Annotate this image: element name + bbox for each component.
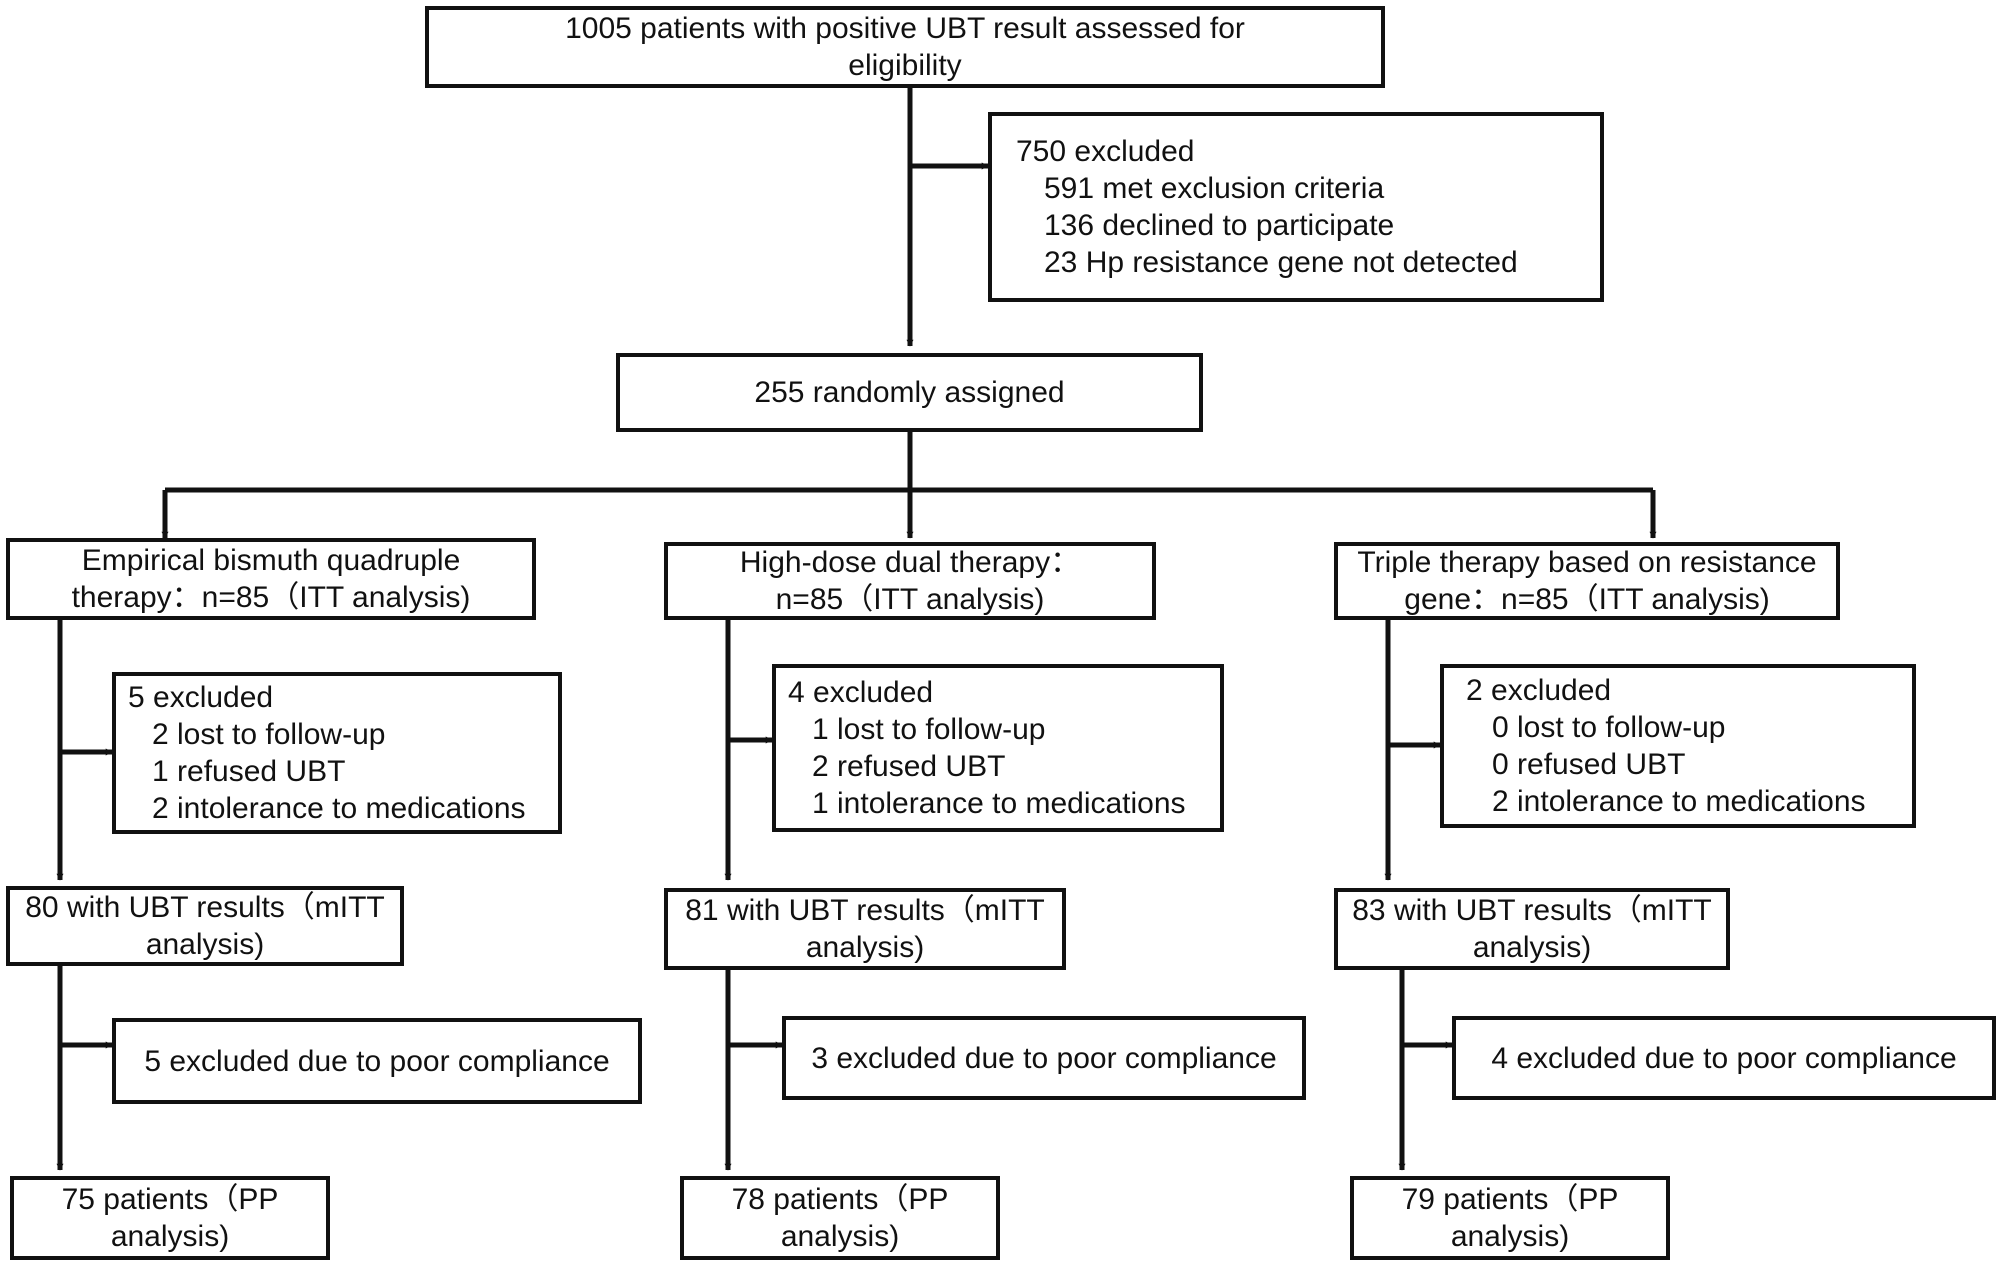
arm3-compliance-label: 4 excluded due to poor compliance	[1491, 1041, 1957, 1075]
arm3-compliance-box: 4 excluded due to poor compliance	[1452, 1016, 1996, 1100]
arm2-exclusion-item: 2 refused UBT	[812, 750, 1006, 783]
arm1-mitt-line-1: 80 with UBT results（mITT	[25, 891, 385, 924]
main-exclusion-item: 591 met exclusion criteria	[1044, 172, 1385, 205]
randomized-label: 255 randomly assigned	[754, 376, 1065, 409]
arm3-pp-line-2: analysis)	[1450, 1220, 1570, 1253]
arm2-compliance-box: 3 excluded due to poor compliance	[782, 1016, 1306, 1100]
arm3-mitt-line-1: 83 with UBT results（mITT	[1352, 894, 1712, 927]
arm3-exclusion-header: 2 excluded	[1466, 674, 1612, 707]
arm1-mitt-line-2: analysis)	[145, 928, 265, 961]
arm2-pp-line-1: 78 patients（PP	[731, 1183, 949, 1216]
arm1-exclusion-item: 1 refused UBT	[152, 755, 346, 788]
arm1-pp-box: 75 patients（PP analysis)	[10, 1176, 330, 1260]
arm2-itt-line-1: High-dose dual therapy：	[739, 546, 1081, 579]
randomized-box: 255 randomly assigned	[616, 353, 1203, 432]
arm2-pp-box: 78 patients（PP analysis)	[680, 1176, 1000, 1260]
eligibility-line-1: 1005 patients with positive UBT result a…	[565, 12, 1245, 45]
arm1-compliance-label: 5 excluded due to poor compliance	[144, 1044, 610, 1078]
arm1-itt-line-2: therapy：n=85（ITT analysis)	[71, 581, 471, 614]
arm1-exclusion-item: 2 lost to follow-up	[152, 718, 386, 751]
arm2-mitt-line-1: 81 with UBT results（mITT	[685, 894, 1045, 927]
arm1-compliance-box: 5 excluded due to poor compliance	[112, 1018, 642, 1104]
main-exclusion-item: 136 declined to participate	[1044, 209, 1395, 242]
arm1-itt-box: Empirical bismuth quadruple therapy：n=85…	[6, 538, 536, 620]
arm2-exclusion-header: 4 excluded	[788, 676, 934, 709]
main-exclusion-header: 750 excluded	[1016, 135, 1195, 168]
main-exclusion-item: 23 Hp resistance gene not detected	[1044, 246, 1518, 279]
arm3-itt-line-2: gene：n=85（ITT analysis)	[1404, 583, 1770, 616]
arm2-compliance-label: 3 excluded due to poor compliance	[811, 1041, 1277, 1075]
eligibility-line-2: eligibility	[848, 49, 962, 82]
arm3-itt-line-1: Triple therapy based on resistance	[1357, 546, 1817, 579]
arm2-mitt-line-2: analysis)	[805, 931, 925, 964]
arm1-itt-line-1: Empirical bismuth quadruple	[81, 544, 461, 577]
arm3-exclusion-box: 2 excluded 0 lost to follow-up 0 refused…	[1440, 664, 1916, 828]
arm3-exclusion-item: 2 intolerance to medications	[1492, 785, 1866, 818]
arm3-exclusion-item: 0 refused UBT	[1492, 748, 1686, 781]
main-exclusion-box: 750 excluded 591 met exclusion criteria …	[988, 112, 1604, 302]
arm1-exclusion-item: 2 intolerance to medications	[152, 792, 526, 825]
arm1-mitt-box: 80 with UBT results（mITT analysis)	[6, 886, 404, 966]
eligibility-box: 1005 patients with positive UBT result a…	[425, 6, 1385, 88]
arm2-mitt-box: 81 with UBT results（mITT analysis)	[664, 888, 1066, 970]
arm3-pp-box: 79 patients（PP analysis)	[1350, 1176, 1670, 1260]
arm2-exclusion-item: 1 intolerance to medications	[812, 787, 1186, 820]
arm3-exclusion-item: 0 lost to follow-up	[1492, 711, 1726, 744]
arm2-exclusion-box: 4 excluded 1 lost to follow-up 2 refused…	[772, 664, 1224, 832]
arm3-mitt-line-2: analysis)	[1472, 931, 1592, 964]
arm2-exclusion-item: 1 lost to follow-up	[812, 713, 1046, 746]
arm3-mitt-box: 83 with UBT results（mITT analysis)	[1334, 888, 1730, 970]
arm3-itt-box: Triple therapy based on resistance gene：…	[1334, 542, 1840, 620]
arm2-itt-line-2: n=85（ITT analysis)	[775, 583, 1045, 616]
arm1-pp-line-2: analysis)	[110, 1220, 230, 1253]
arm1-pp-line-1: 75 patients（PP	[61, 1183, 279, 1216]
arm3-pp-line-1: 79 patients（PP	[1401, 1183, 1619, 1216]
arm2-pp-line-2: analysis)	[780, 1220, 900, 1253]
arm2-itt-box: High-dose dual therapy： n=85（ITT analysi…	[664, 542, 1156, 620]
arm1-exclusion-header: 5 excluded	[128, 681, 274, 714]
arm1-exclusion-box: 5 excluded 2 lost to follow-up 1 refused…	[112, 672, 562, 834]
